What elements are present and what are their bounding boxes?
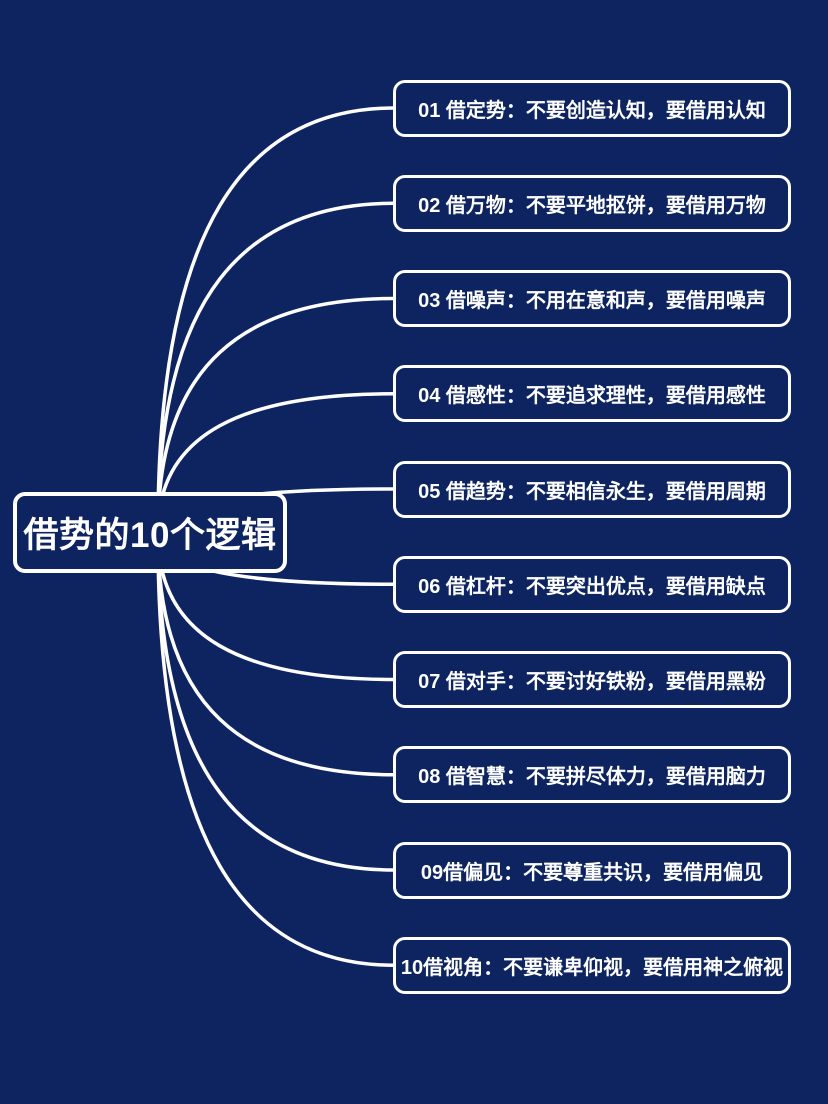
- mindmap-root-node: 借势的10个逻辑: [13, 492, 287, 573]
- branch-node-label: 03 借噪声：不用在意和声，要借用噪声: [418, 290, 766, 312]
- branch-node-label: 09借偏见：不要尊重共识，要借用偏见: [420, 861, 764, 884]
- branch-node-10: 10借视角：不要谦卑仰视，要借用神之俯视: [393, 936, 791, 994]
- branch-node-06: 06 借杠杆：不要突出优点，要借用缺点: [393, 555, 791, 613]
- branch-node-label: 06 借杠杆：不要突出优点，要借用缺点: [418, 575, 766, 598]
- branch-node-label: 04 借感性：不要追求理性，要借用感性: [418, 385, 766, 408]
- branch-connector: [156, 531, 396, 872]
- branch-node-07: 07 借对手：不要讨好铁粉，要借用黑粉: [393, 651, 791, 708]
- branch-node-09: 09借偏见：不要尊重共识，要借用偏见: [393, 841, 791, 899]
- branch-connector: [156, 531, 396, 967]
- branch-connector: [156, 201, 396, 535]
- branch-node-04: 04 借感性：不要追求理性，要借用感性: [393, 365, 791, 423]
- branch-node-label: 05 借趋势：不要相信永生，要借用周期: [418, 480, 766, 503]
- branch-node-01: 01 借定势：不要创造认知，要借用认知: [393, 79, 791, 137]
- branch-node-label: 08 借智慧：不要拼尽体力，要借用脑力: [418, 766, 766, 789]
- branch-node-05: 05 借趋势：不要相信永生，要借用周期: [393, 460, 791, 518]
- branch-node-label: 02 借万物：不要平地抠饼，要借用万物: [418, 194, 766, 217]
- branch-node-03: 03 借噪声：不用在意和声，要借用噪声: [393, 270, 791, 327]
- branch-node-label: 10借视角：不要谦卑仰视，要借用神之俯视: [400, 956, 784, 979]
- branch-connector: [156, 106, 396, 535]
- branch-node-02: 02 借万物：不要平地抠饼，要借用万物: [393, 174, 791, 232]
- branch-node-08: 08 借智慧：不要拼尽体力，要借用脑力: [393, 746, 791, 804]
- branch-node-label: 01 借定势：不要创造认知，要借用认知: [418, 99, 766, 122]
- root-node-label: 借势的10个逻辑: [23, 516, 277, 555]
- branch-node-label: 07 借对手：不要讨好铁粉，要借用黑粉: [418, 671, 766, 693]
- branch-connector: [156, 531, 396, 777]
- branch-connector: [156, 296, 396, 535]
